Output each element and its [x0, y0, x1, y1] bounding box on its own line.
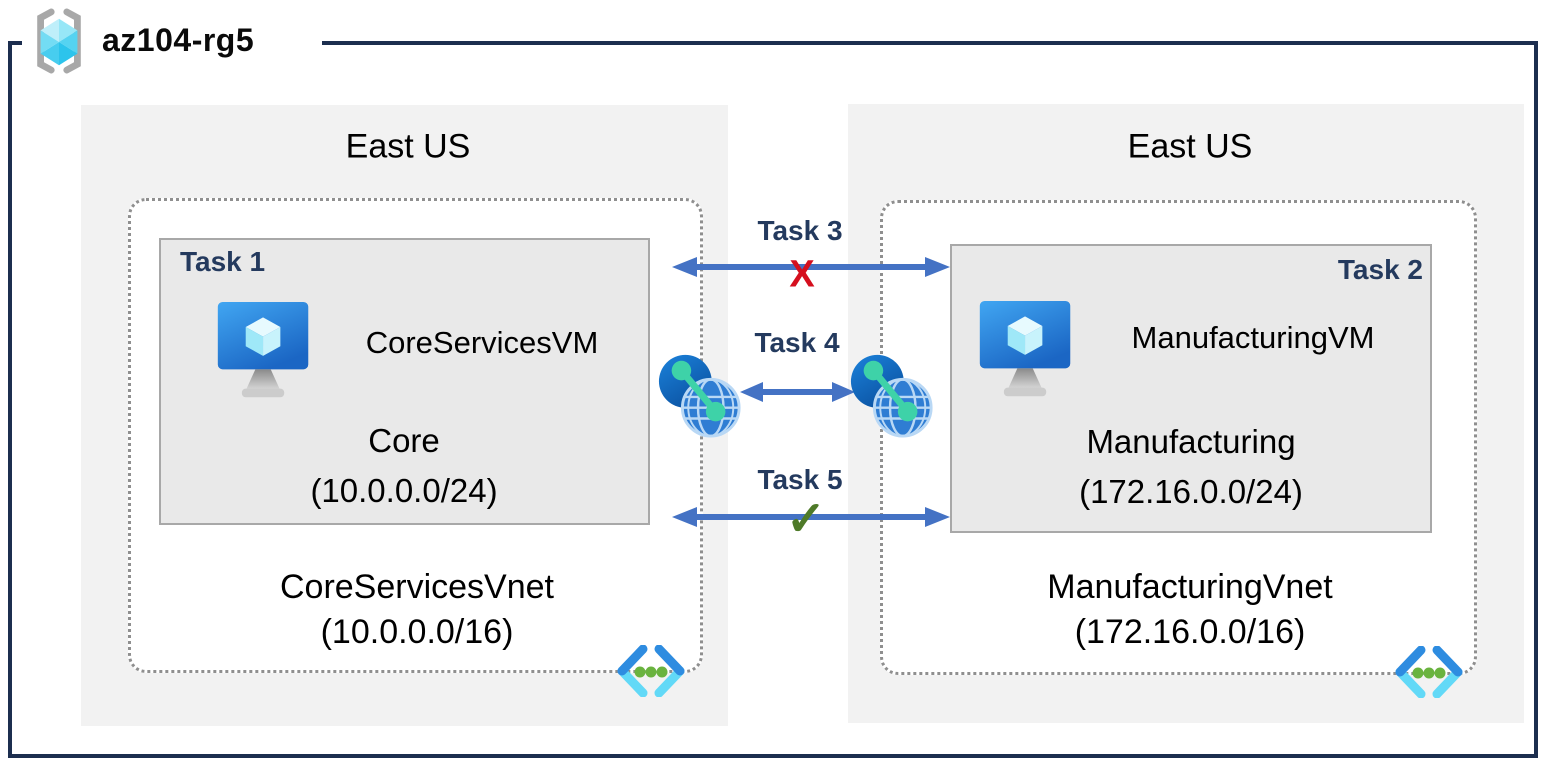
- subnet-cidr: (172.16.0.0/24): [1079, 473, 1303, 510]
- vnet-name: CoreServicesVnet: [279, 568, 555, 606]
- task2-label: Task 2: [1337, 254, 1423, 285]
- virtual-network-icon: [617, 645, 685, 697]
- virtual-network-icon: [1395, 646, 1463, 698]
- task5-label: Task 5: [757, 464, 843, 495]
- vnet-peering-icon: [850, 354, 933, 438]
- resource-group-frame: [8, 41, 1538, 758]
- vm-name-coreservices: CoreServicesVM: [365, 325, 599, 360]
- subnet-name: Core: [368, 422, 440, 459]
- allowed-check-marker: ✓: [785, 493, 827, 546]
- region-label-right: East US: [1127, 127, 1253, 166]
- vm-name-manufacturing: ManufacturingVM: [1131, 320, 1375, 355]
- task3-label: Task 3: [757, 215, 843, 246]
- region-label-left: East US: [345, 127, 471, 166]
- resource-group-title: az104-rg5: [102, 22, 255, 58]
- vnet-cidr: (172.16.0.0/16): [1074, 613, 1306, 651]
- blocked-x-marker: X: [789, 253, 815, 296]
- vnet-name: ManufacturingVnet: [1047, 568, 1333, 606]
- task4-arrow: [740, 382, 855, 402]
- resource-group-icon: [37, 8, 81, 74]
- vnet-text-coreservices: CoreServicesVnet (10.0.0.0/16): [280, 565, 554, 655]
- task1-label: Task 1: [180, 246, 266, 277]
- subnet-text-manufacturing: Manufacturing (172.16.0.0/24): [1079, 417, 1303, 517]
- subnet-box-core: [159, 238, 650, 525]
- task4-label: Task 4: [754, 327, 840, 358]
- task5-arrow: [672, 507, 950, 527]
- vnet-text-manufacturing: ManufacturingVnet (172.16.0.0/16): [1047, 565, 1332, 655]
- virtual-machine-icon: [217, 301, 309, 398]
- vnet-cidr: (10.0.0.0/16): [320, 613, 514, 651]
- subnet-text-core: Core (10.0.0.0/24): [310, 416, 497, 516]
- virtual-machine-icon: [979, 300, 1071, 397]
- task3-arrow: [672, 257, 950, 277]
- subnet-name: Manufacturing: [1086, 423, 1296, 460]
- subnet-cidr: (10.0.0.0/24): [310, 472, 498, 509]
- vnet-peering-icon: [658, 354, 741, 438]
